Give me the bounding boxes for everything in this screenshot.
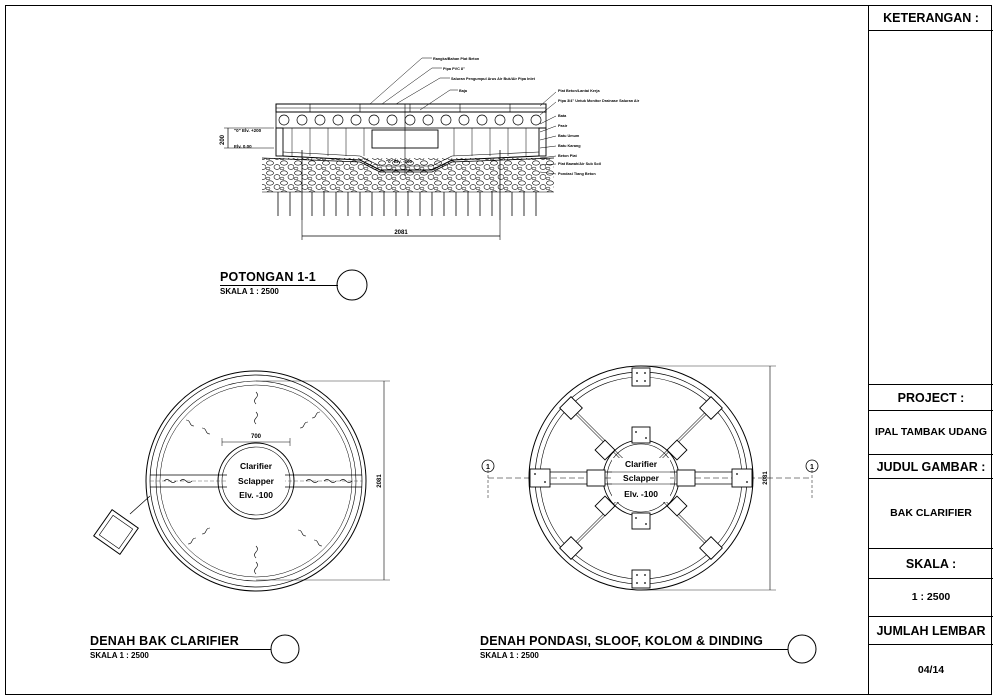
plan1-label-mask (227, 471, 285, 489)
judul-gambar-label: JUDUL GAMBAR : (869, 455, 993, 479)
plan2-vertical-dimension: 2081 (763, 471, 769, 485)
section-title-circle (336, 269, 368, 301)
section-callouts-top: Rangka/Bahan Plat Beton Pipa PVC 8" Salu… (433, 57, 536, 93)
plan2-title-underline (480, 649, 788, 650)
callout-top-4: Baja (459, 89, 468, 93)
callout-right-3: Bata (558, 114, 567, 118)
plan1-center-line-1: Clarifier (240, 461, 273, 471)
drawing-sheet-border (5, 5, 992, 695)
plan1-title-underline (90, 649, 271, 650)
judul-gambar-value: BAK CLARIFIER (869, 479, 993, 549)
plan2-title-circle (787, 634, 817, 664)
plan2-center-line-1: Clarifier (625, 459, 658, 469)
title-block: KETERANGAN : PROJECT : IPAL TAMBAK UDANG… (868, 5, 993, 695)
clarifier-plan (93, 370, 390, 592)
callout-right-4: Pasir (558, 124, 568, 128)
callout-right-8: Plat Bawah/Air Sub Soil (558, 162, 601, 166)
callout-right-2: Pipa 3/4" Untuk Monitor Drainase Saluran… (558, 99, 640, 103)
jumlah-lembar-value: 04/14 (917, 663, 945, 676)
elevation-base-label: Elv. 0.00 (234, 144, 252, 149)
project-label: PROJECT : (869, 385, 993, 411)
elevation-bottom-label: "0" Elv. -200 (386, 159, 412, 164)
callout-top-3: Saluran Pengumpul Arus Air Buk/Air Pipa … (451, 77, 536, 81)
section-height-dimension: 200 (220, 134, 226, 145)
plan1-center-line-2: Sclapper (238, 476, 275, 486)
plan1-title: DENAH BAK CLARIFIER (90, 634, 239, 648)
grid-marker-right: 1 (810, 464, 814, 471)
elevation-top-label: "0" Elv. +200 (234, 128, 262, 133)
project-value: IPAL TAMBAK UDANG (869, 411, 993, 455)
section-scale: SKALA 1 : 2500 (220, 287, 279, 296)
section-width-dimension: 2081 (394, 230, 408, 236)
plan2-center-line-2: Sclapper (623, 473, 660, 483)
keterangan-label: KETERANGAN : (869, 5, 993, 31)
plan2-scale: SKALA 1 : 2500 (480, 651, 539, 660)
plan1-vertical-dimension: 2081 (377, 474, 383, 488)
section-drawing (224, 57, 557, 240)
section-callouts-right: Plat Beton/Lantai Kerja Pipa 3/4" Untuk … (558, 89, 640, 176)
drawing-canvas: 2081 200 "0" Elv. +200 Elv. 0.00 "0" Elv… (93, 57, 819, 664)
callout-top-1: Rangka/Bahan Plat Beton (433, 57, 480, 61)
grid-marker-left: 1 (486, 464, 490, 471)
section-title: POTONGAN 1-1 (220, 270, 316, 284)
plan1-core-dimension: 700 (251, 434, 262, 440)
plan2-center-line-3: Elv. -100 (624, 489, 658, 499)
plan1-title-circle (270, 634, 300, 664)
skala-value: 1 : 2500 (869, 579, 993, 617)
plan2-title: DENAH PONDASI, SLOOF, KOLOM & DINDING (480, 634, 764, 648)
callout-right-6: Batu Karang (558, 144, 581, 148)
plan1-center-line-3: Elv. -100 (239, 490, 273, 500)
jumlah-lembar-label: JUMLAH LEMBAR (869, 617, 993, 645)
skala-label: SKALA : (869, 549, 993, 579)
callout-right-1: Plat Beton/Lantai Kerja (558, 89, 600, 93)
callout-right-5: Batu Umum (558, 134, 580, 138)
plan2-label-mask (612, 458, 670, 502)
callout-right-9: Pondasi Tiang Beton (558, 172, 596, 176)
plan1-scale: SKALA 1 : 2500 (90, 651, 149, 660)
callout-right-7: Beton Plat (558, 154, 578, 158)
section-title-underline (220, 285, 338, 286)
callout-top-2: Pipa PVC 8" (443, 67, 465, 71)
keterangan-area (869, 31, 993, 385)
